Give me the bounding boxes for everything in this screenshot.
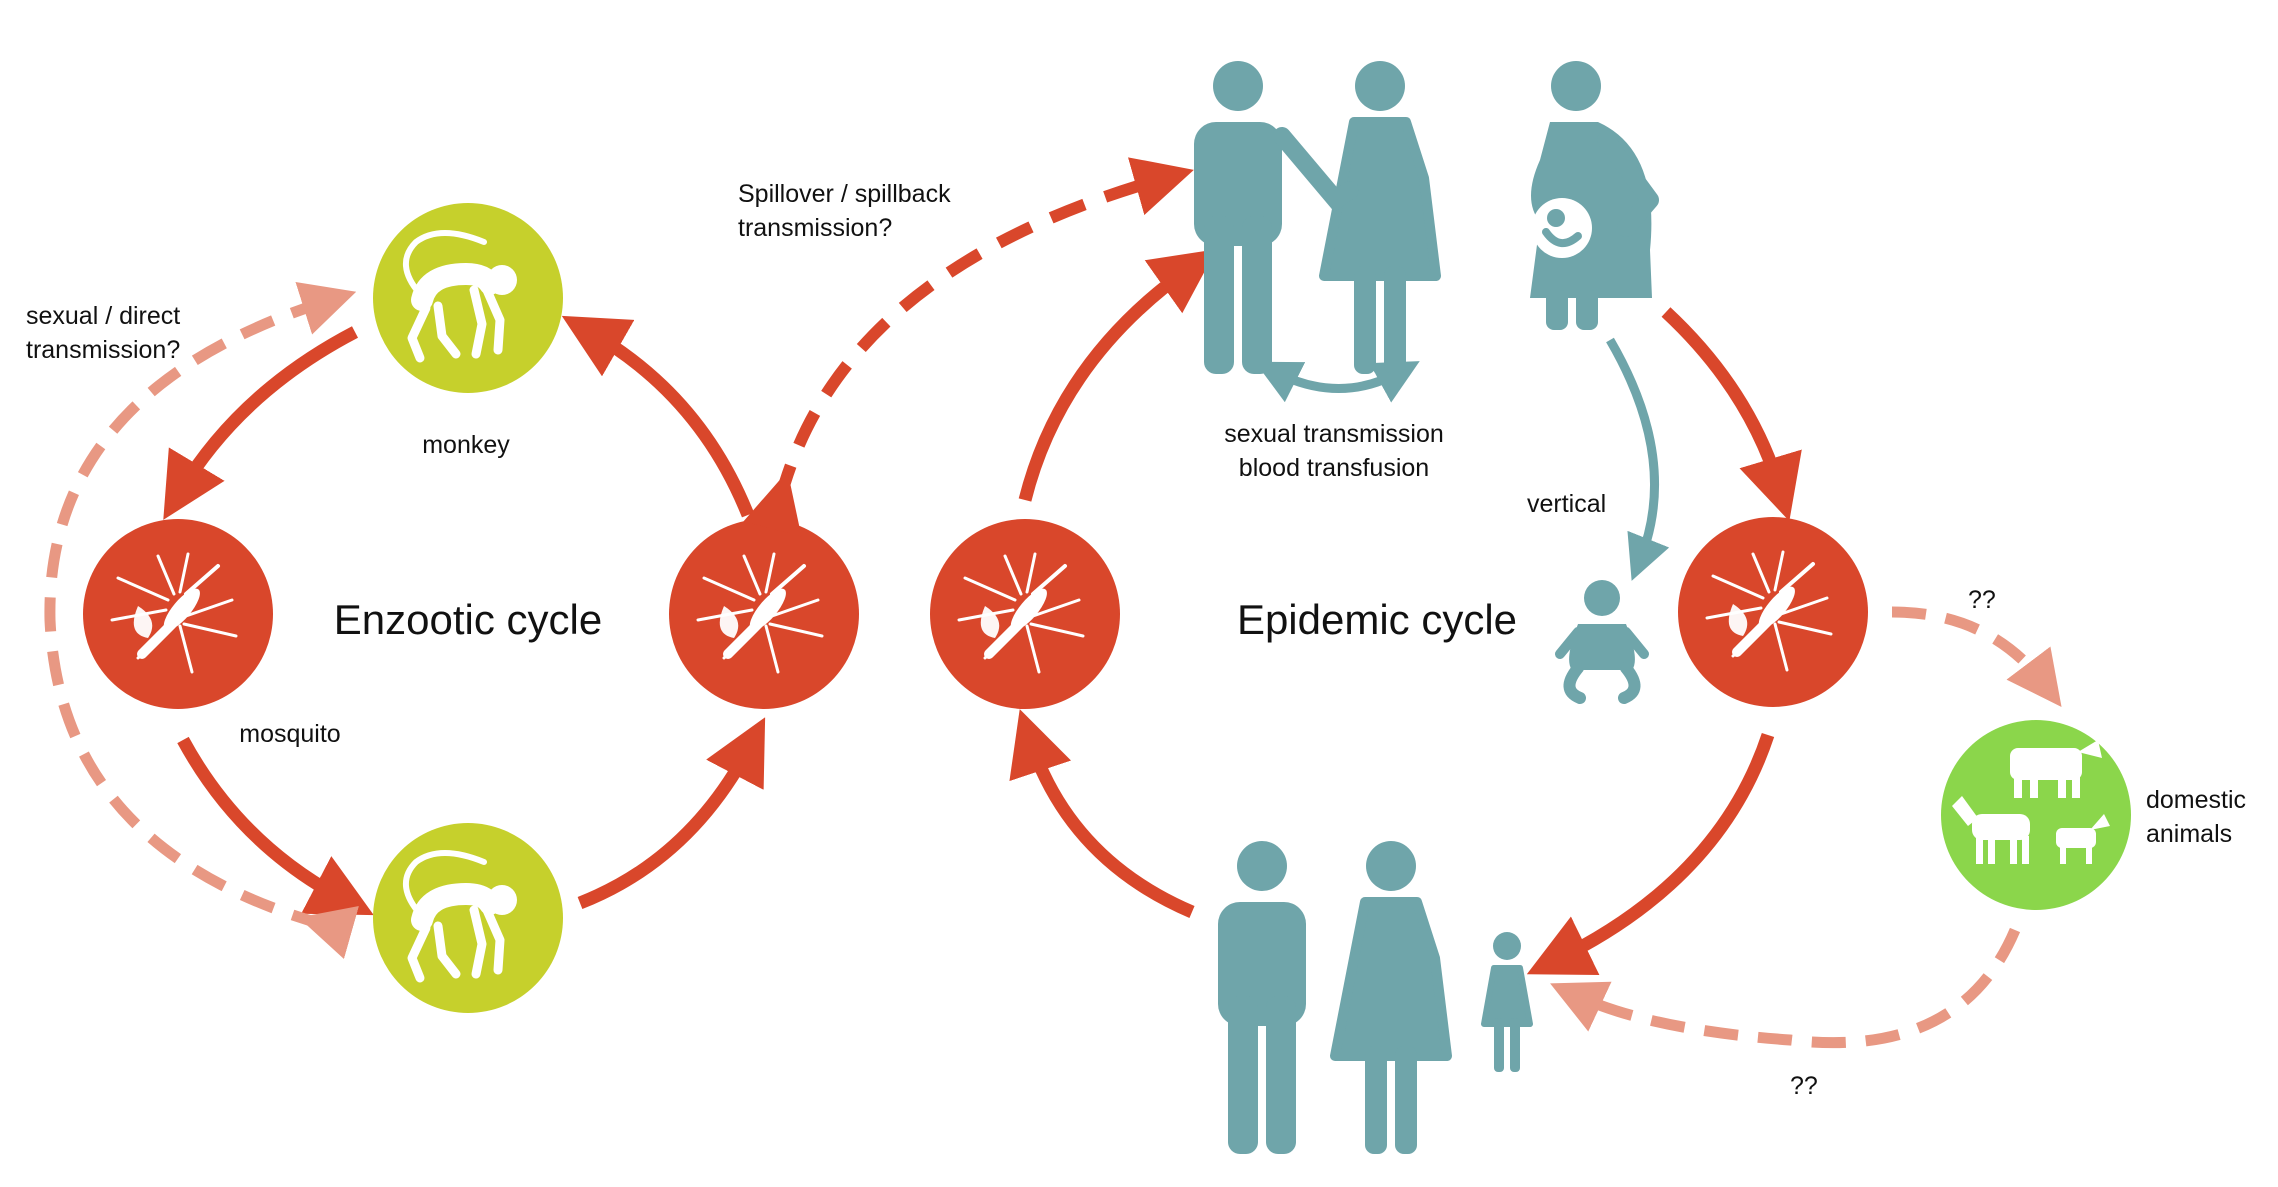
arrow-humans-bottom-to-mosquito bbox=[1009, 709, 1195, 918]
baby-head bbox=[1584, 580, 1620, 616]
man-icon bbox=[1218, 841, 1306, 1154]
mosquito-enzootic-right bbox=[669, 519, 859, 709]
arrow-mosquito-right-to-monkey-top bbox=[561, 315, 755, 518]
horse-icon bbox=[1952, 796, 2030, 864]
pregnant-woman bbox=[1530, 61, 1659, 330]
man-icon bbox=[1194, 61, 1282, 374]
monkey-label: monkey bbox=[422, 431, 510, 459]
fetus-circle bbox=[1532, 198, 1592, 258]
arrow-vertical-transmission bbox=[1606, 337, 1670, 581]
woman-icon bbox=[1324, 61, 1436, 374]
spillover-label-line2: transmission? bbox=[738, 214, 892, 242]
vertical-label: vertical bbox=[1527, 490, 1606, 518]
baby bbox=[1555, 580, 1649, 704]
human-family-bottom bbox=[1218, 841, 1533, 1154]
domestic-label-line2: animals bbox=[2146, 820, 2232, 848]
monkey-circle bbox=[373, 823, 563, 1013]
mosquito-label: mosquito bbox=[239, 720, 340, 748]
sexual-transmission-label: sexual transmission bbox=[1224, 420, 1444, 448]
arrow-monkey-bottom-to-mosquito-right bbox=[577, 717, 766, 910]
spillover-label-line1: Spillover / spillback bbox=[738, 180, 951, 208]
human-couple-top bbox=[1194, 61, 1436, 374]
arrow-mosquito-to-humans-top bbox=[1018, 249, 1217, 502]
unknown-bottom-label: ?? bbox=[1790, 1072, 1818, 1100]
arrow-domestic-to-humans-dashed bbox=[1550, 927, 2021, 1049]
epidemic-cycle-label: Epidemic cycle bbox=[1237, 596, 1517, 643]
arrow-spillover-dashed bbox=[743, 157, 1194, 537]
unknown-top-label: ?? bbox=[1968, 586, 1996, 614]
epidemic-cycle: Epidemic cycle sexual transmission blood… bbox=[930, 61, 2246, 1154]
monkey-circle bbox=[373, 203, 563, 393]
sexual-direct-label-line2: transmission? bbox=[26, 336, 180, 364]
monkey-top bbox=[373, 203, 563, 393]
pregnant-woman-head bbox=[1551, 61, 1601, 111]
goat-icon bbox=[2056, 814, 2110, 864]
holding-hands-icon bbox=[1273, 127, 1359, 213]
blood-transfusion-label: blood transfusion bbox=[1239, 454, 1429, 482]
child-icon bbox=[1481, 932, 1533, 1072]
fetus-icon bbox=[1547, 209, 1565, 227]
arrow-mosquito-right-to-humans-bottom bbox=[1526, 732, 1775, 975]
mosquito-left bbox=[83, 519, 273, 709]
enzootic-cycle: Enzootic cycle monkey mosquito sexual / … bbox=[26, 203, 859, 1013]
mosquito-epidemic-right bbox=[1678, 517, 1868, 707]
domestic-animals bbox=[1941, 720, 2131, 910]
mosquito-epidemic-left bbox=[930, 519, 1120, 709]
arrow-mosquito-to-domestic-dashed bbox=[1891, 606, 2062, 707]
cow-icon bbox=[2010, 740, 2102, 798]
arrow-sexual-direct-dashed bbox=[44, 282, 359, 959]
arrow-pregnant-to-mosquito-right bbox=[1661, 307, 1802, 522]
enzootic-cycle-label: Enzootic cycle bbox=[334, 596, 602, 643]
monkey-bottom bbox=[373, 823, 563, 1013]
woman-icon bbox=[1335, 841, 1447, 1154]
arrow-sexual-transmission-double bbox=[1254, 361, 1420, 403]
domestic-label-line1: domestic bbox=[2146, 786, 2246, 814]
baby-icon bbox=[1569, 624, 1635, 670]
spillover-link: Spillover / spillback transmission? bbox=[738, 157, 1194, 537]
sexual-direct-label-line1: sexual / direct bbox=[26, 302, 180, 330]
